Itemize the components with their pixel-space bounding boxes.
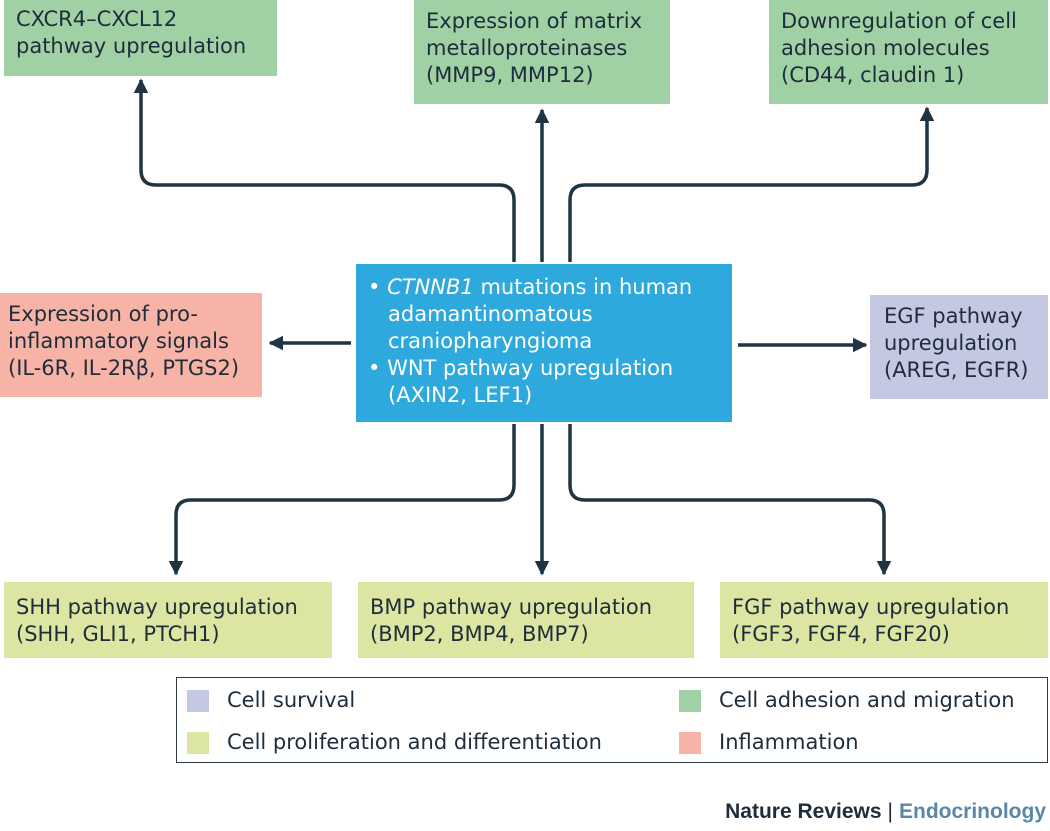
bmp-line2: (BMP2, BMP4, BMP7) [370,622,589,646]
center-item-ctnnb1: • CTNNB1 mutations in human [368,274,722,301]
mmp-box: Expression of matrix metalloproteinases … [414,0,670,104]
footer-separator: | [887,800,893,823]
arrow-to-shh [168,424,516,576]
center-item2-line2: (AXIN2, LEF1) [388,383,533,407]
center-item1-text: mutations in human [473,275,693,299]
adhesion-line3: (CD44, claudin 1) [781,63,965,87]
mmp-line3: (MMP9, MMP12) [426,63,594,87]
inflammation-line2: inflammatory signals [8,329,229,353]
journal-footer: Nature Reviews| Endocrinology [725,800,1046,824]
legend-label-cell-adhesion: Cell adhesion and migration [719,688,1015,712]
legend-label-inflammation: Inflammation [719,730,859,754]
egf-line1: EGF pathway [884,304,1023,328]
journal-name: Nature Reviews [725,800,882,823]
center-item2-text: WNT pathway upregulation [387,356,674,380]
bmp-line1: BMP pathway upregulation [370,595,653,619]
shh-line1: SHH pathway upregulation [16,595,298,619]
bullet: • [368,356,381,380]
inflammation-line1: Expression of pro- [8,302,198,326]
swatch-inflammation [679,732,701,754]
legend-label-cell-survival: Cell survival [227,688,356,712]
adhesion-line1: Downregulation of cell [781,9,1017,33]
swatch-cell-adhesion [679,690,701,712]
legend-label-proliferation: Cell proliferation and differentiation [227,730,602,754]
cxcr4-line1: CXCR4–CXCL12 [16,7,178,31]
ctnnb1-gene: CTNNB1 [387,275,474,299]
adhesion-box: Downregulation of cell adhesion molecule… [769,0,1048,104]
egf-line3: (AREG, EGFR) [884,358,1029,382]
fgf-box: FGF pathway upregulation (FGF3, FGF4, FG… [720,582,1048,658]
center-item1-line3: craniopharyngioma [388,329,593,353]
center-box: • CTNNB1 mutations in human adamantinoma… [356,264,732,422]
swatch-proliferation [187,732,209,754]
legend: Cell survival Cell adhesion and migratio… [176,677,1048,763]
egf-box: EGF pathway upregulation (AREG, EGFR) [870,295,1048,399]
inflammation-line3: (IL-6R, IL-2Rβ, PTGS2) [8,356,240,380]
bmp-box: BMP pathway upregulation (BMP2, BMP4, BM… [358,582,694,658]
journal-field: Endocrinology [899,800,1046,823]
adhesion-line2: adhesion molecules [781,36,990,60]
mmp-line1: Expression of matrix [426,9,643,33]
cxcr4-box: CXCR4–CXCL12 pathway upregulation [4,0,277,76]
egf-line2: upregulation [884,331,1018,355]
bullet: • [368,275,381,299]
shh-box: SHH pathway upregulation (SHH, GLI1, PTC… [4,582,332,658]
arrow-to-adhesion [568,106,935,262]
arrow-to-fgf [568,424,892,576]
shh-line2: (SHH, GLI1, PTCH1) [16,622,220,646]
cxcr4-line2: pathway upregulation [16,34,247,58]
center-item1-line2: adamantinomatous [388,302,593,326]
swatch-cell-survival [187,690,209,712]
fgf-line1: FGF pathway upregulation [732,595,1010,619]
center-item-wnt: • WNT pathway upregulation [368,355,722,382]
fgf-line2: (FGF3, FGF4, FGF20) [732,622,950,646]
mmp-line2: metalloproteinases [426,36,628,60]
arrow-to-cxcr4 [133,78,516,262]
inflammation-box: Expression of pro- inflammatory signals … [0,293,262,397]
